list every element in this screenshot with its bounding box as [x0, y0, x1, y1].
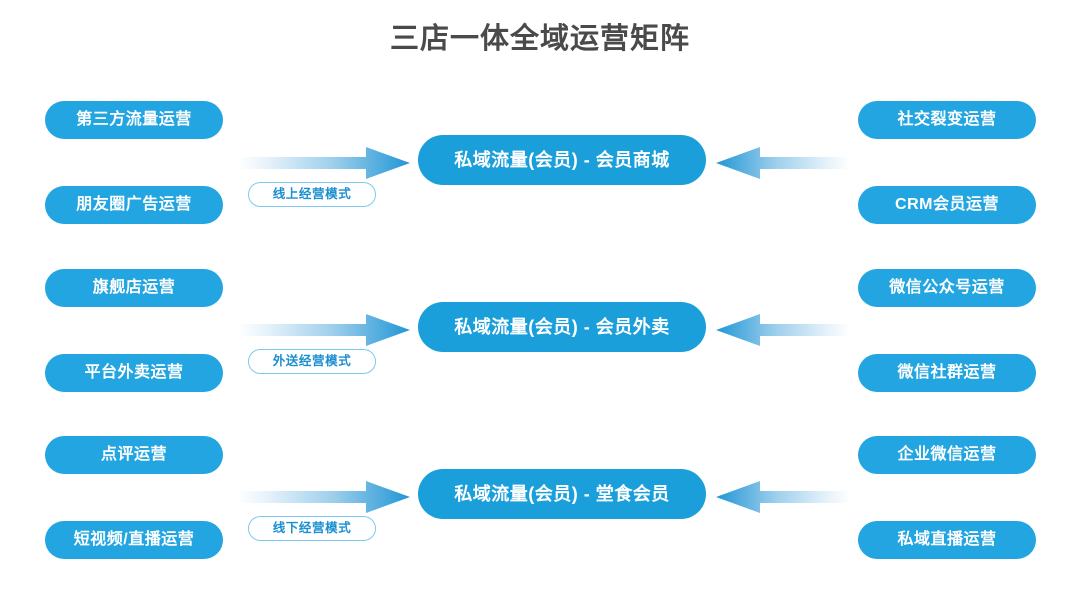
right-chip-1-2[interactable]: CRM会员运营 [858, 186, 1036, 224]
arrow-left-icon-row-1 [716, 146, 850, 180]
arrow-right-icon-row-1 [238, 146, 410, 180]
left-chip-2-1[interactable]: 旗舰店运营 [45, 269, 223, 307]
arrow-left-icon-row-2 [716, 313, 850, 347]
mode-pill-2[interactable]: 外送经营模式 [248, 349, 376, 374]
hub-pill-3[interactable]: 私域流量(会员) - 堂食会员 [418, 469, 706, 519]
left-chip-3-2[interactable]: 短视频/直播运营 [45, 521, 223, 559]
arrow-right-icon-row-2 [238, 313, 410, 347]
left-chip-1-1[interactable]: 第三方流量运营 [45, 101, 223, 139]
right-chip-2-1[interactable]: 微信公众号运营 [858, 269, 1036, 307]
right-chip-3-1[interactable]: 企业微信运营 [858, 436, 1036, 474]
left-chip-1-2[interactable]: 朋友圈广告运营 [45, 186, 223, 224]
hub-pill-2[interactable]: 私域流量(会员) - 会员外卖 [418, 302, 706, 352]
right-chip-1-1[interactable]: 社交裂变运营 [858, 101, 1036, 139]
mode-pill-1[interactable]: 线上经营模式 [248, 182, 376, 207]
arrow-right-icon-row-3 [238, 480, 410, 514]
page-title: 三店一体全域运营矩阵 [389, 23, 690, 55]
left-chip-2-2[interactable]: 平台外卖运营 [45, 354, 223, 392]
arrow-left-icon-row-3 [716, 480, 850, 514]
hub-pill-1[interactable]: 私域流量(会员) - 会员商城 [418, 135, 706, 185]
left-chip-3-1[interactable]: 点评运营 [45, 436, 223, 474]
mode-pill-3[interactable]: 线下经营模式 [248, 516, 376, 541]
right-chip-2-2[interactable]: 微信社群运营 [858, 354, 1036, 392]
right-chip-3-2[interactable]: 私域直播运营 [858, 521, 1036, 559]
